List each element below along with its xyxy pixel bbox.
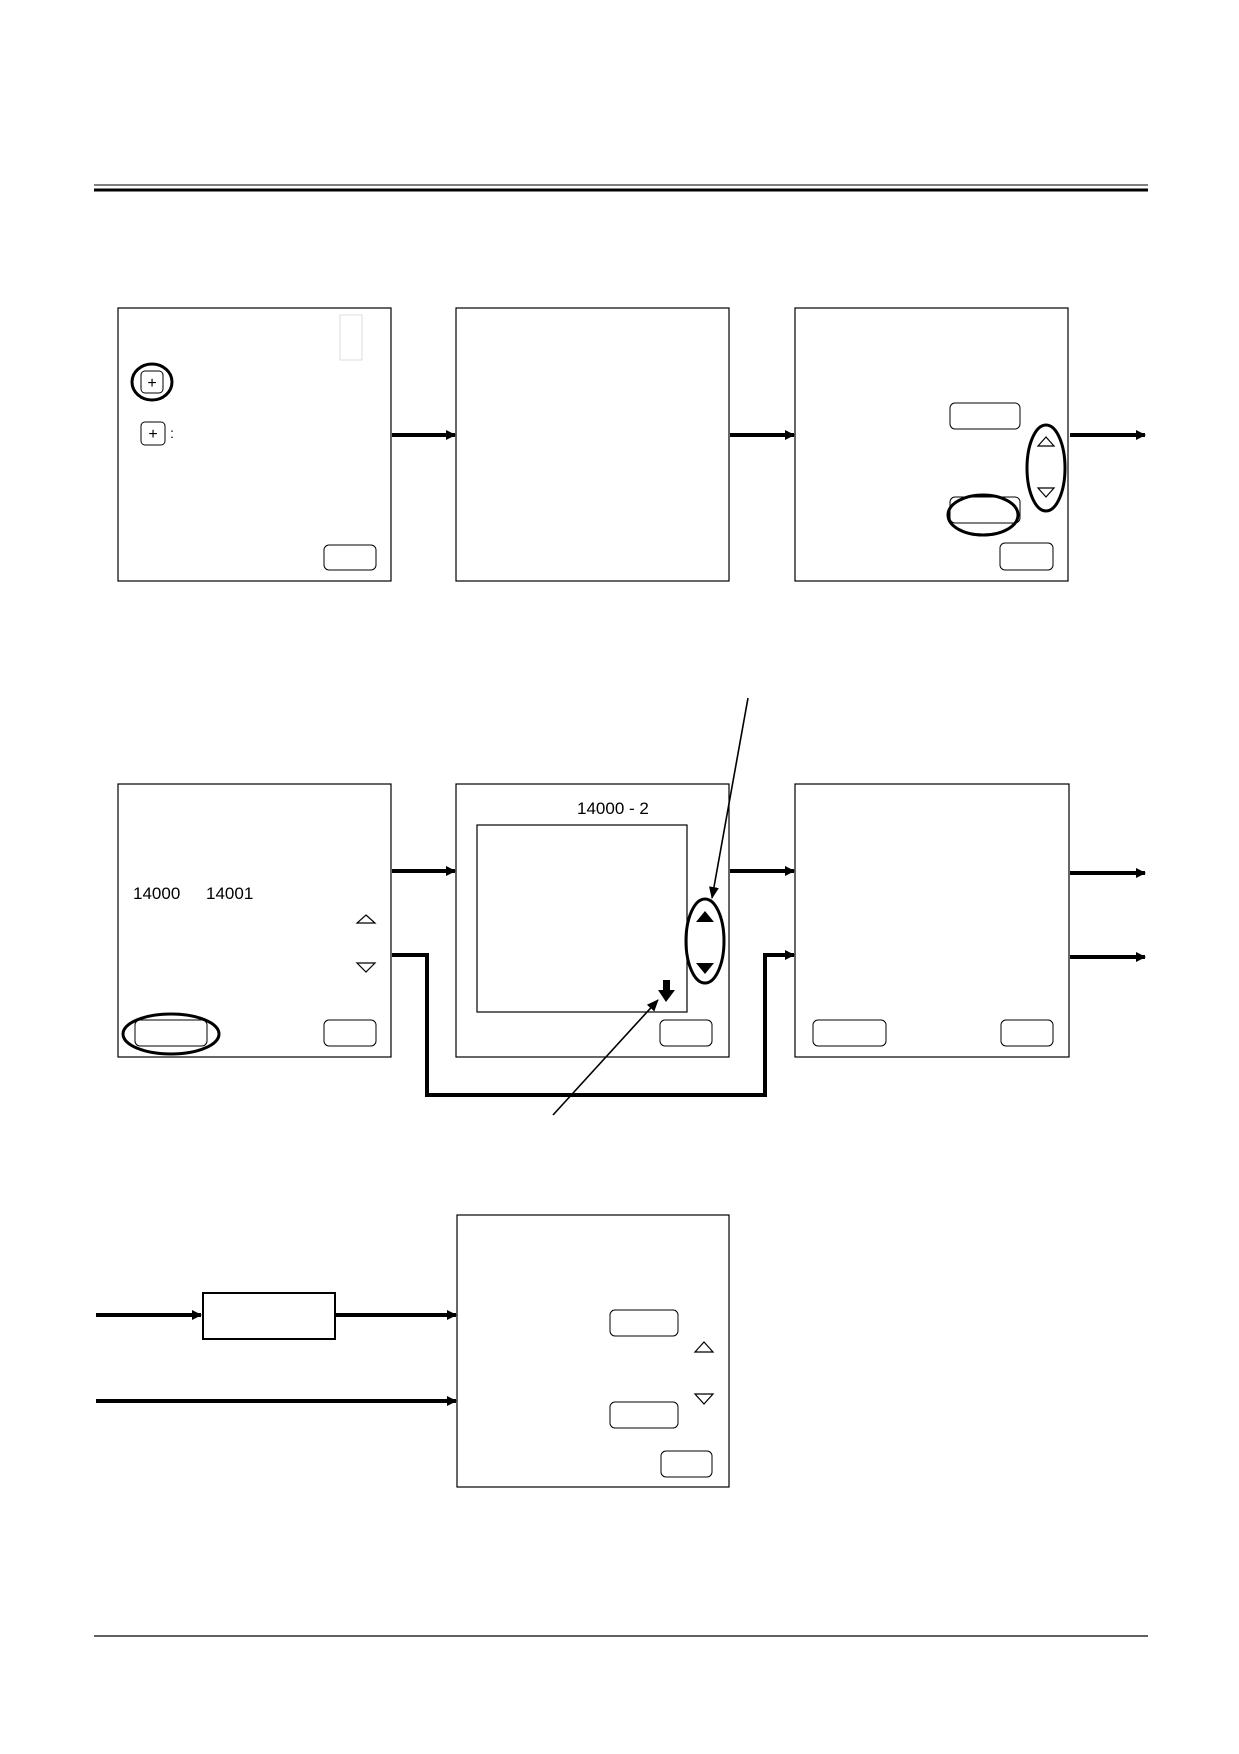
soft-key-button[interactable] <box>812 1019 887 1047</box>
screen-row2-c <box>794 783 1070 1058</box>
soft-key-button[interactable] <box>134 1019 208 1047</box>
highlight-ring <box>121 1012 221 1056</box>
soft-key-button[interactable] <box>323 544 377 571</box>
callout-lines <box>552 697 749 1116</box>
up-triangle-icon[interactable] <box>696 911 714 922</box>
code-label: 14000 <box>133 884 180 903</box>
up-triangle-icon[interactable] <box>1036 436 1056 447</box>
svg-text:+: + <box>147 375 156 392</box>
highlight-ring <box>1025 423 1067 513</box>
down-arrow-icon <box>658 980 675 1002</box>
plus-button[interactable]: + <box>140 370 164 394</box>
header-rule <box>94 184 1148 192</box>
soft-key-button[interactable] <box>323 1019 377 1047</box>
soft-key-button[interactable] <box>609 1309 679 1337</box>
screen-title: 14000 - 2 <box>577 799 649 818</box>
flow-arrows-row3 <box>96 1310 457 1406</box>
soft-key-button[interactable] <box>660 1450 713 1478</box>
screen-row1-b <box>455 307 730 582</box>
down-triangle-icon[interactable] <box>1036 487 1056 498</box>
flow-arrows-row2 <box>392 866 1146 1097</box>
soft-key-button[interactable] <box>659 1019 713 1047</box>
up-triangle-icon[interactable] <box>355 914 377 924</box>
soft-key-button[interactable] <box>949 402 1021 430</box>
screen-row2-a: 14000 14001 <box>117 783 392 1058</box>
process-box <box>202 1292 336 1340</box>
plus-button[interactable]: + <box>140 421 166 446</box>
soft-key-button[interactable] <box>1000 1019 1054 1047</box>
screen-row1-a: + + : <box>117 307 392 582</box>
highlight-ring <box>130 362 174 402</box>
screen-row1-c <box>794 307 1069 582</box>
screen-row2-b: 14000 - 2 <box>455 783 730 1058</box>
down-triangle-icon[interactable] <box>696 963 714 974</box>
soft-key-button[interactable] <box>609 1401 679 1429</box>
up-triangle-icon[interactable] <box>693 1341 715 1353</box>
highlight-ring <box>684 897 726 985</box>
svg-text:+: + <box>148 426 157 443</box>
highlight-ring <box>946 493 1020 537</box>
soft-key-button[interactable] <box>999 542 1054 571</box>
colon-mark: : <box>170 425 174 441</box>
screen-row3 <box>456 1214 730 1488</box>
code-label: 14001 <box>206 884 253 903</box>
down-triangle-icon[interactable] <box>355 962 377 973</box>
down-triangle-icon[interactable] <box>693 1393 715 1405</box>
